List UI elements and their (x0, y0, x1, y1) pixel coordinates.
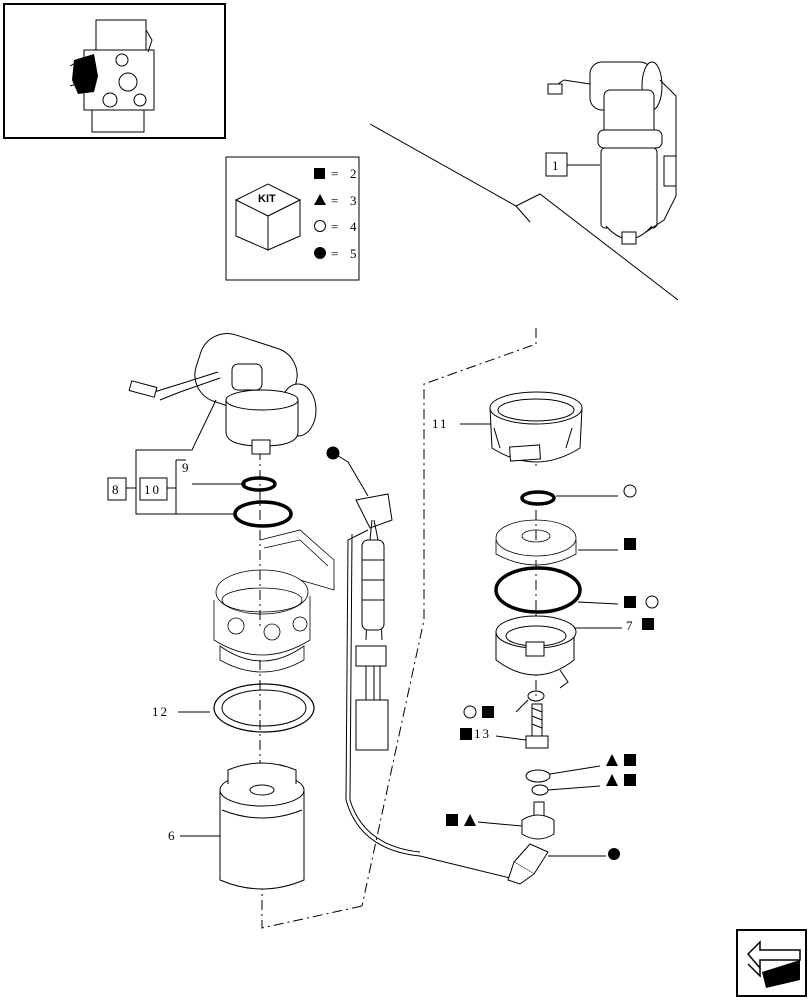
triangle-eq: = (331, 193, 340, 208)
seal-12 (213, 683, 315, 733)
square-symbol (314, 168, 325, 179)
filled-circle-value: 5 (350, 246, 359, 261)
bowl-insert (495, 519, 577, 566)
engine-thumbnail[interactable] (3, 3, 226, 139)
callout-10: 10 (144, 482, 161, 497)
square-value: 2 (350, 166, 359, 181)
o-ring-large (494, 566, 582, 614)
o-ring-10 (233, 500, 293, 528)
drain-screw (525, 703, 549, 749)
ring-nut-11 (489, 391, 583, 463)
callout-8: 8 (112, 482, 121, 497)
callout-10-box (139, 477, 168, 501)
callout-6: 6 (168, 828, 177, 843)
water-sensor (507, 843, 549, 885)
next-page-arrow-icon[interactable] (736, 929, 807, 997)
filter-cartridge-6 (219, 762, 305, 890)
sensor-nut (521, 801, 555, 840)
callout-9: 9 (182, 460, 191, 475)
open-circle-eq: = (331, 219, 340, 234)
open-circle-value: 4 (350, 219, 359, 234)
assembly-boundary-line (361, 328, 537, 907)
wiring-harness (326, 446, 541, 879)
filled-circle-eq: = (331, 246, 340, 261)
o-ring-9 (241, 476, 277, 492)
triangle-symbol (314, 194, 326, 205)
filter-head-phantom (213, 529, 335, 673)
bowl-7 (495, 615, 577, 689)
o-ring-small (520, 490, 556, 506)
callout-11: 11 (432, 416, 449, 431)
callout-7: 7 (626, 618, 635, 633)
callout-13: 13 (474, 726, 491, 741)
callout-8-box (107, 477, 127, 501)
callout-1: 1 (552, 158, 561, 173)
kit-cube-icon: KIT (234, 183, 302, 251)
kit-label: KIT (258, 193, 276, 205)
assembled-filter-view: 1 (369, 61, 679, 301)
callout-12: 12 (152, 704, 169, 719)
triangle-value: 3 (350, 193, 359, 208)
square-eq: = (331, 166, 340, 181)
electric-pump (128, 333, 317, 455)
highlighted-filter-thumb (72, 54, 98, 94)
kit-legend: KIT = 2 = 3 = 4 = 5 (225, 156, 360, 281)
